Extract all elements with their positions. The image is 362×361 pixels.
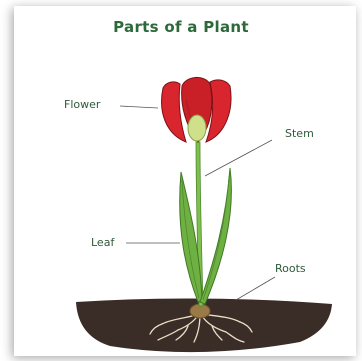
stem-leader-line [205, 140, 272, 176]
label-leaf: Leaf [91, 236, 114, 249]
label-stem: Stem [285, 127, 314, 140]
roots-leader-line [236, 277, 275, 300]
pistil [188, 115, 206, 141]
flower-leader-line [120, 106, 158, 108]
label-roots: Roots [275, 262, 306, 275]
label-flower: Flower [64, 98, 100, 111]
leaf-right [200, 168, 231, 304]
